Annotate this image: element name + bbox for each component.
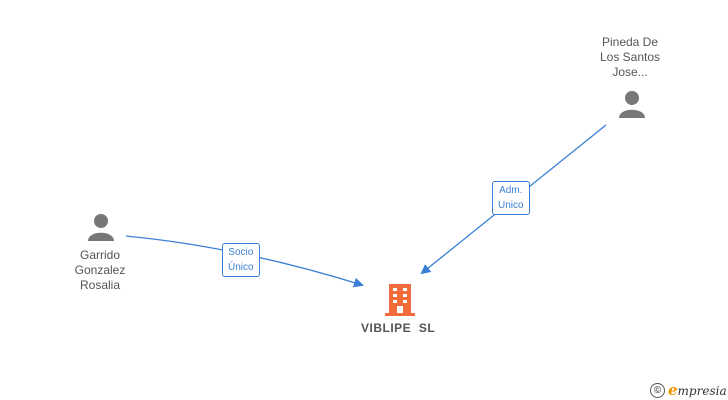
person-top-name[interactable]: Pineda De Los Santos Jose... [599, 35, 661, 79]
person-left-name[interactable]: Garrido Gonzalez Rosalia [74, 248, 126, 292]
person-top-icon[interactable] [617, 90, 647, 120]
copyright-icon: © [650, 382, 665, 398]
company-name[interactable]: VIBLIPE SL [361, 321, 436, 335]
person-left-icon[interactable] [86, 213, 116, 243]
edge-adm-label: Adm. Unico [492, 181, 530, 215]
brand-name: empresia [668, 381, 727, 399]
edge-socio-label: Socio Único [222, 243, 260, 277]
brand-logo: © empresia [650, 381, 727, 399]
company-building-icon[interactable] [384, 283, 416, 317]
